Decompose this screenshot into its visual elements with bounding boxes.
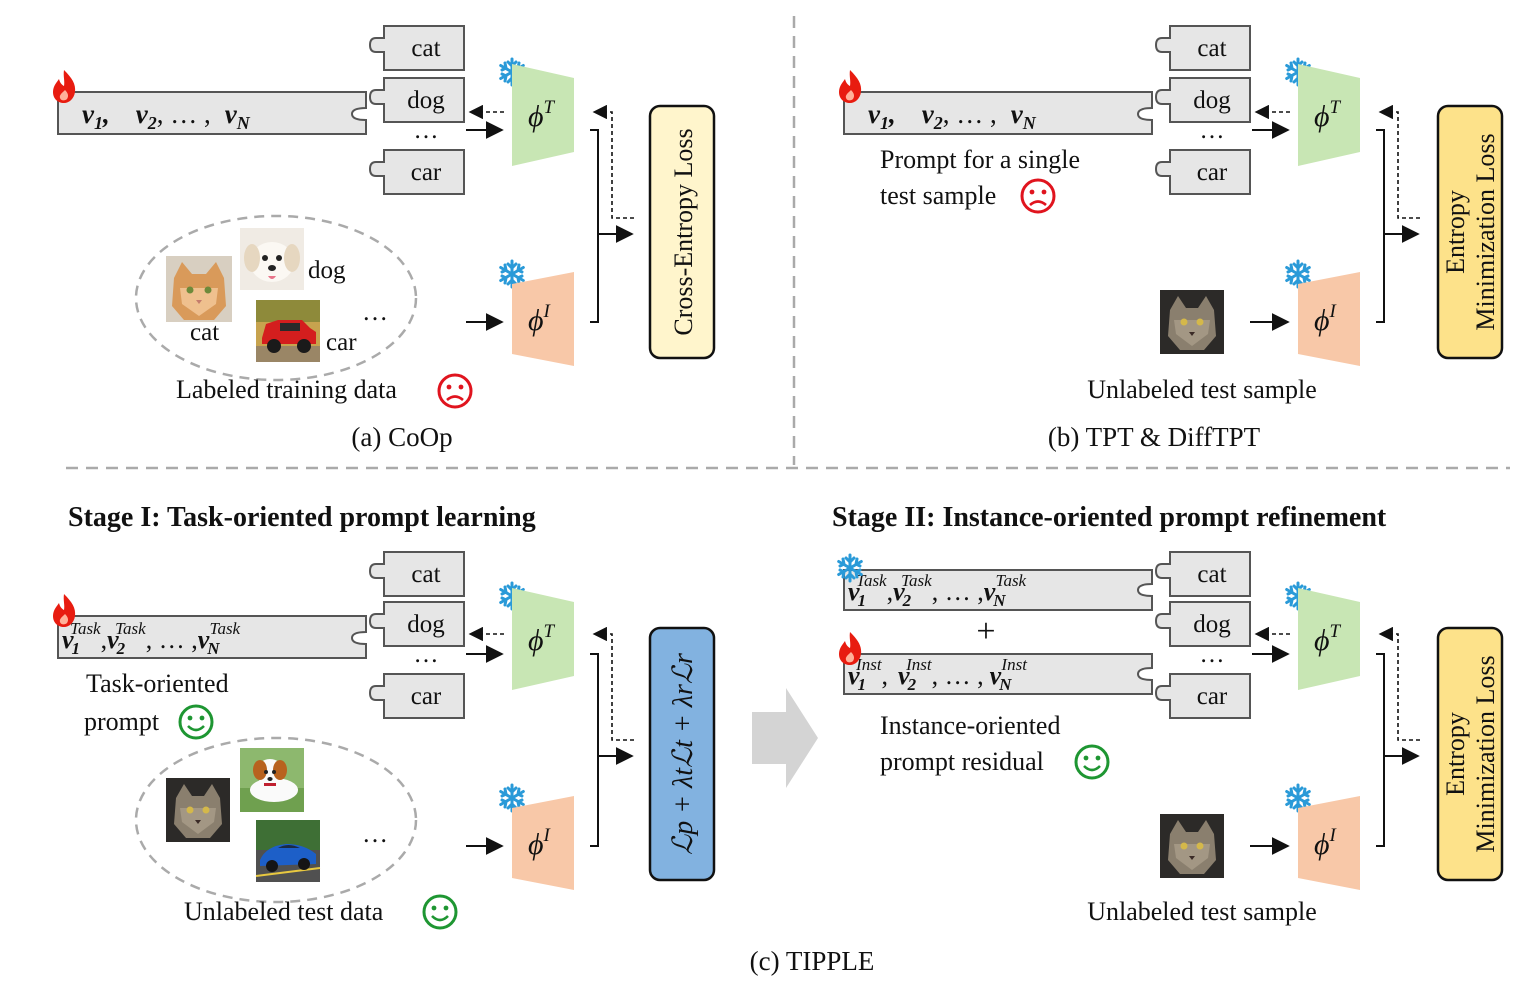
prompt-vectors: v1,v2, … ,vN (82, 99, 251, 133)
prompt-note-line2: test sample (880, 181, 996, 210)
prompt-note-line1: Prompt for a single (880, 145, 1080, 174)
image-label-cat: cat (190, 319, 219, 346)
class-label-dog: dog (1193, 611, 1231, 638)
data-caption: Labeled training data (176, 375, 397, 404)
loss-label-line2: Minimization Loss (1471, 655, 1500, 852)
panel-a-coop: cat dog … car v1,v2, … ,vN ϕT ϕI Cross-E… (53, 24, 716, 452)
loss-box (648, 626, 716, 882)
text-encoder (1298, 588, 1360, 690)
class-ellipsis: … (414, 117, 439, 144)
plus-sign: + (976, 613, 995, 650)
test-sample-image (1160, 290, 1224, 354)
image-encoder (1298, 272, 1360, 366)
text-encoder (1298, 64, 1360, 166)
class-label-cat: cat (1197, 35, 1226, 62)
class-ellipsis: … (414, 641, 439, 668)
image-encoder-symbol: ϕI (528, 825, 552, 861)
sample-caption: Unlabeled test sample (1087, 375, 1317, 404)
class-label-dog: dog (407, 87, 445, 114)
prompt-vector-bar (57, 615, 367, 659)
class-label-car: car (411, 683, 442, 710)
text-encoder (512, 588, 574, 690)
image-encoder (512, 272, 574, 366)
text-encoder-symbol: ϕT (1314, 97, 1342, 133)
image-label-dog: dog (308, 257, 346, 284)
class-label-cat: cat (411, 561, 440, 588)
cat-image (166, 778, 230, 842)
text-encoder (512, 64, 574, 166)
stage-2-instance-oriented: Stage II: Instance-oriented prompt refin… (832, 502, 1504, 926)
panel-b-tpt: cat dog … car v1,v2, … ,vN Prompt for a … (839, 24, 1504, 452)
loss-label-line1: Entropy (1441, 712, 1470, 796)
instance-prompt-vectors: v1Inst,v2Inst, … ,vNInst (848, 655, 1028, 694)
frozen-snowflake-icon (837, 553, 863, 583)
text-encoder-symbol: ϕT (528, 621, 556, 657)
prompt-vectors: v1,v2, … ,vN (868, 99, 1037, 133)
class-label-car: car (1197, 159, 1228, 186)
car-image (256, 300, 320, 362)
data-caption: Unlabeled test data (184, 897, 384, 926)
image-encoder (1298, 796, 1360, 890)
sample-caption: Unlabeled test sample (1087, 897, 1317, 926)
cat-image (166, 256, 232, 322)
text-encoder-symbol: ϕT (528, 97, 556, 133)
sad-face-icon (437, 373, 473, 409)
class-ellipsis: … (1200, 117, 1225, 144)
residual-note-line1: Instance-oriented (880, 711, 1060, 740)
happy-face-icon (178, 704, 214, 740)
image-encoder-symbol: ϕI (1314, 825, 1338, 861)
loss-box (1436, 104, 1504, 360)
image-label-car: car (326, 329, 357, 356)
test-sample-image (1160, 814, 1224, 878)
loss-formula: ℒp + λtℒt + λrℒr (668, 653, 699, 855)
class-label-car: car (411, 159, 442, 186)
subfigure-caption: (b) TPT & DiffTPT (1048, 422, 1261, 452)
more-images-ellipsis: … (362, 297, 388, 326)
stage-title: Stage II: Instance-oriented prompt refin… (832, 502, 1387, 533)
subfigure-caption-tipple: (c) TIPPLE (750, 946, 875, 976)
dog-image (240, 748, 304, 812)
task-prompt-vectors: v1Task,v2Task, … ,vNTask (848, 571, 1027, 610)
prompt-vector-bar (843, 91, 1153, 135)
instance-prompt-bar (843, 653, 1153, 695)
class-ellipsis: … (1200, 641, 1225, 668)
class-label-dog: dog (1193, 87, 1231, 114)
class-label-cat: cat (411, 35, 440, 62)
stage-1-task-oriented: Stage I: Task-oriented prompt learning c… (53, 502, 716, 930)
class-label-dog: dog (407, 611, 445, 638)
trainable-flame-icon (839, 632, 862, 665)
more-images-ellipsis: … (362, 819, 388, 848)
trainable-flame-icon (839, 70, 862, 103)
task-prompt-bar (843, 569, 1153, 611)
image-encoder (512, 796, 574, 890)
trainable-flame-icon (53, 70, 76, 103)
stage-transition-arrow (752, 688, 818, 788)
task-prompt-vectors: v1Task,v2Task, … ,vNTask (62, 619, 241, 658)
image-encoder-symbol: ϕI (528, 301, 552, 337)
prompt-note-line1: Task-oriented (86, 669, 229, 698)
training-data-group (134, 214, 418, 382)
class-label-cat: cat (1197, 561, 1226, 588)
car-image (255, 819, 321, 883)
text-encoder-symbol: ϕT (1314, 621, 1342, 657)
dog-image (240, 228, 304, 290)
loss-label-line2: Minimization Loss (1471, 133, 1500, 330)
prompt-note-line2: prompt (84, 707, 160, 736)
loss-box (648, 104, 716, 360)
class-label-car: car (1197, 683, 1228, 710)
loss-box (1436, 626, 1504, 882)
test-data-group (134, 736, 418, 904)
happy-face-icon (422, 894, 458, 930)
sad-face-icon (1020, 178, 1056, 214)
prompt-vector-bar (57, 91, 367, 135)
subfigure-caption: (a) CoOp (351, 422, 452, 452)
loss-label-line1: Entropy (1441, 190, 1470, 274)
residual-note-line2: prompt residual (880, 747, 1044, 776)
image-encoder-symbol: ϕI (1314, 301, 1338, 337)
stage-title: Stage I: Task-oriented prompt learning (68, 502, 536, 533)
trainable-flame-icon (53, 594, 76, 627)
loss-label: Cross-Entropy Loss (669, 128, 698, 335)
happy-face-icon (1074, 744, 1110, 780)
